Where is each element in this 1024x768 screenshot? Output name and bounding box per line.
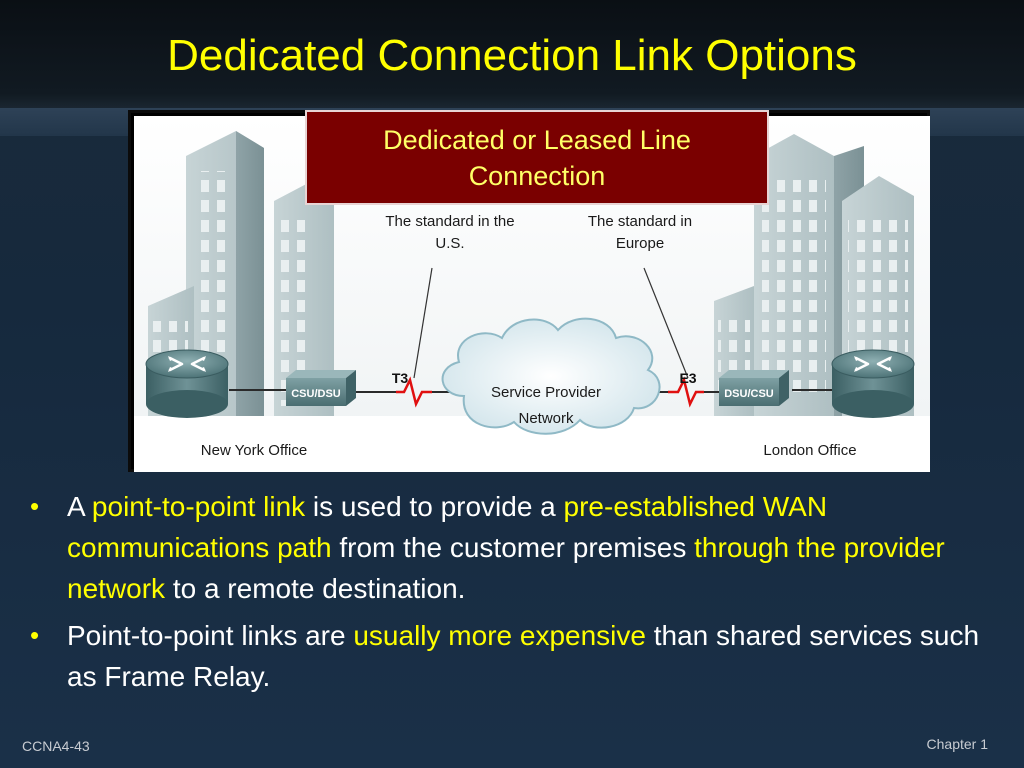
cloud-label-line2: Network (518, 410, 574, 427)
highlight-text: pre-established WAN communications path (67, 491, 828, 563)
bullet-text: Point-to-point links are (67, 620, 354, 651)
bullet-text: A (67, 491, 92, 522)
leased-line-callout: Dedicated or Leased Line Connection (305, 110, 769, 205)
router-icon (145, 349, 229, 418)
highlight-text: through the provider network (67, 532, 945, 604)
t3-zigzag (396, 376, 432, 408)
slide-title: Dedicated Connection Link Options (167, 31, 857, 80)
eu-standard-note-line1: The standard in (588, 213, 692, 230)
eu-standard-note-line2: Europe (616, 235, 664, 252)
new-york-office-label: New York Office (201, 442, 307, 459)
t3-label: T3 (392, 370, 409, 386)
router-icon (831, 349, 915, 418)
e3-label: E3 (679, 370, 696, 386)
bullet-item: • A point-to-point link is used to provi… (30, 486, 1010, 609)
bullet-icon: • (30, 620, 40, 650)
dsu-csu-device: DSU/CSU (719, 370, 789, 406)
csu-dsu-device: CSU/DSU (286, 370, 356, 406)
bullet-list: • A point-to-point link is used to provi… (30, 486, 1010, 703)
bullet-text: is used to provide a (305, 491, 564, 522)
bullet-text: than shared services such as Frame Relay… (67, 620, 980, 692)
eu-pointer-line (643, 267, 689, 379)
diagram-canvas: CSU/DSU DSU/CSU The standard in the U.S.… (134, 116, 930, 472)
csu-dsu-label: CSU/DSU (291, 388, 341, 400)
london-office-label: London Office (763, 442, 856, 459)
bullet-text: from the customer premises (331, 532, 695, 563)
bullet-item: • Point-to-point links are usually more … (30, 615, 1010, 697)
callout-line2: Connection (468, 161, 606, 191)
e3-zigzag (668, 376, 704, 408)
cloud-label-line1: Service Provider (491, 384, 601, 401)
us-standard-note-line2: U.S. (435, 235, 464, 252)
bullet-icon: • (30, 491, 40, 521)
us-pointer-line (413, 267, 433, 379)
bullet-text: to a remote destination. (165, 573, 466, 604)
network-diagram: CSU/DSU DSU/CSU The standard in the U.S.… (128, 110, 930, 472)
service-provider-cloud (441, 317, 661, 435)
us-standard-note-line1: The standard in the (385, 213, 514, 230)
callout-line1: Dedicated or Leased Line (383, 125, 691, 155)
highlight-text: usually more expensive (353, 620, 646, 651)
highlight-text: point-to-point link (91, 491, 306, 522)
dsu-csu-label: DSU/CSU (724, 388, 774, 400)
slide-number: CCNA4-43 (22, 738, 90, 754)
chapter-label: Chapter 1 (926, 736, 988, 752)
